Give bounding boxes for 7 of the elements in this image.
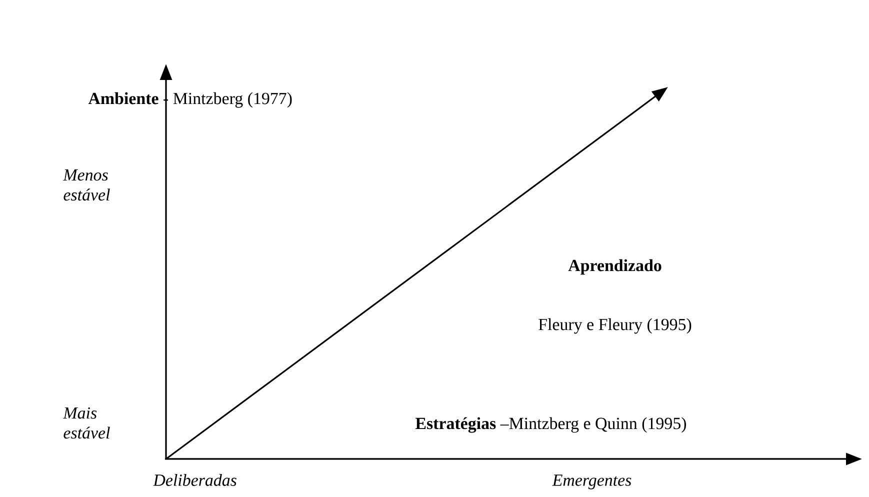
axis-label: Menos estável	[63, 169, 110, 201]
axis-label: Emergentes	[552, 474, 632, 490]
axis-label: Estratégias –Mintzberg e Quinn (1995)	[416, 417, 686, 433]
axis-label: Deliberadas	[153, 474, 236, 486]
citation-text: Fleury e Fleury (1995)	[538, 318, 692, 334]
axis-label: Mais estável	[63, 407, 110, 439]
arrow-label: Aprendizado	[568, 259, 662, 275]
